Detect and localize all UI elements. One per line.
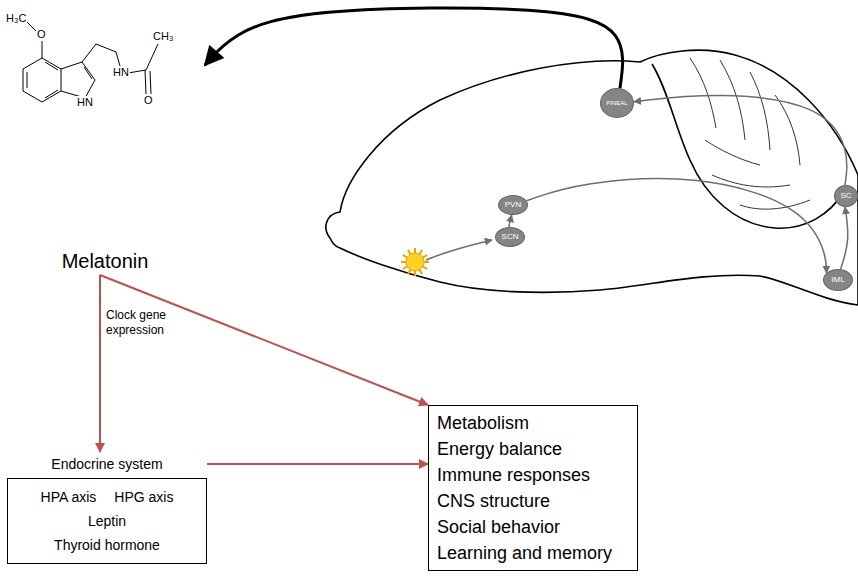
node-text: Thyroid hormone	[54, 533, 160, 557]
sun-ray	[423, 267, 427, 270]
folium	[705, 140, 760, 165]
brain-nucleus: SCN	[495, 227, 525, 247]
node-text: PVN	[505, 201, 521, 209]
node-text: SC	[840, 192, 851, 200]
light-input-arrow	[426, 240, 492, 260]
bond	[146, 44, 158, 70]
double-bond	[45, 62, 58, 70]
cerebellum-folia	[690, 58, 810, 209]
sun-ray	[401, 261, 406, 263]
sun-icon	[401, 248, 429, 276]
brain-nucleus: PVN	[498, 195, 528, 215]
sun-ray	[403, 255, 407, 258]
node-text: Learning and memory	[437, 540, 629, 566]
brain-outline	[326, 50, 858, 305]
atom-label: O	[143, 94, 154, 107]
secretion-arrow	[205, 8, 623, 88]
node-text: Immune responses	[437, 462, 629, 488]
double-bond	[45, 90, 58, 98]
outcome-box: MetabolismEnergy balanceImmune responses…	[428, 405, 638, 571]
sun-ray	[420, 250, 423, 254]
folium	[720, 60, 745, 140]
effect-arrow	[99, 275, 101, 452]
group-box: HPA axis HPG axisLeptinThyroid hormone	[7, 478, 207, 564]
sun-ray	[403, 267, 407, 270]
node-text: PINEAL	[606, 100, 627, 106]
molecule-label: Melatonin	[5, 5, 205, 275]
sun-ray	[424, 261, 429, 263]
pyrrole-ring	[61, 62, 95, 98]
sun-ray	[408, 250, 411, 254]
double-bond	[150, 71, 151, 94]
atom-label: HN	[112, 66, 130, 79]
sun-ray	[408, 270, 411, 274]
atom-label: HN	[76, 96, 94, 109]
sun-ray	[420, 270, 423, 274]
node-text: IML	[831, 276, 844, 284]
sun-ray	[423, 255, 427, 258]
atom-label: O	[36, 28, 47, 41]
brain-nucleus: SC	[834, 185, 858, 207]
neural-pathway	[634, 96, 847, 185]
brain-nucleus: PINEAL	[600, 88, 634, 118]
atom-label: H₃C	[5, 12, 27, 25]
node-text: HPA axis	[41, 485, 97, 509]
edge-label: Clock gene expression	[106, 308, 172, 338]
effect-arrow	[100, 275, 428, 405]
node-text: SCN	[502, 233, 519, 241]
double-bond	[27, 72, 28, 88]
folium	[690, 58, 716, 128]
atom-label: CH₃	[152, 30, 174, 43]
node-text: Melatonin	[62, 249, 149, 273]
effect-arrow	[207, 463, 428, 465]
node-text: Metabolism	[437, 410, 629, 436]
neural-pathway	[841, 207, 848, 269]
bond	[128, 70, 146, 73]
brain-outline	[326, 50, 858, 305]
sun-disc	[406, 253, 424, 271]
node-text: HPG axis	[114, 485, 173, 509]
cerebellum-outline	[652, 64, 845, 228]
node-text: Energy balance	[437, 436, 629, 462]
sun-ray	[414, 248, 416, 253]
bond	[145, 70, 146, 94]
neural-pathway	[527, 179, 827, 273]
node-text: Social behavior	[437, 514, 629, 540]
bond	[82, 44, 120, 66]
melatonin-structure	[23, 22, 158, 102]
neural-pathway	[509, 215, 512, 227]
endocrine-group: Endocrine systemHPA axis HPG axisLeptinTh…	[7, 452, 207, 564]
node-text: Leptin	[88, 509, 126, 533]
bond	[42, 41, 43, 58]
double-bond	[84, 67, 92, 79]
brain-nucleus: IML	[823, 269, 853, 291]
sun-ray	[414, 271, 416, 276]
node-text: CNS structure	[437, 488, 629, 514]
node-text: Endocrine system	[7, 452, 207, 476]
folium	[750, 72, 770, 150]
benzene-ring	[23, 58, 61, 102]
